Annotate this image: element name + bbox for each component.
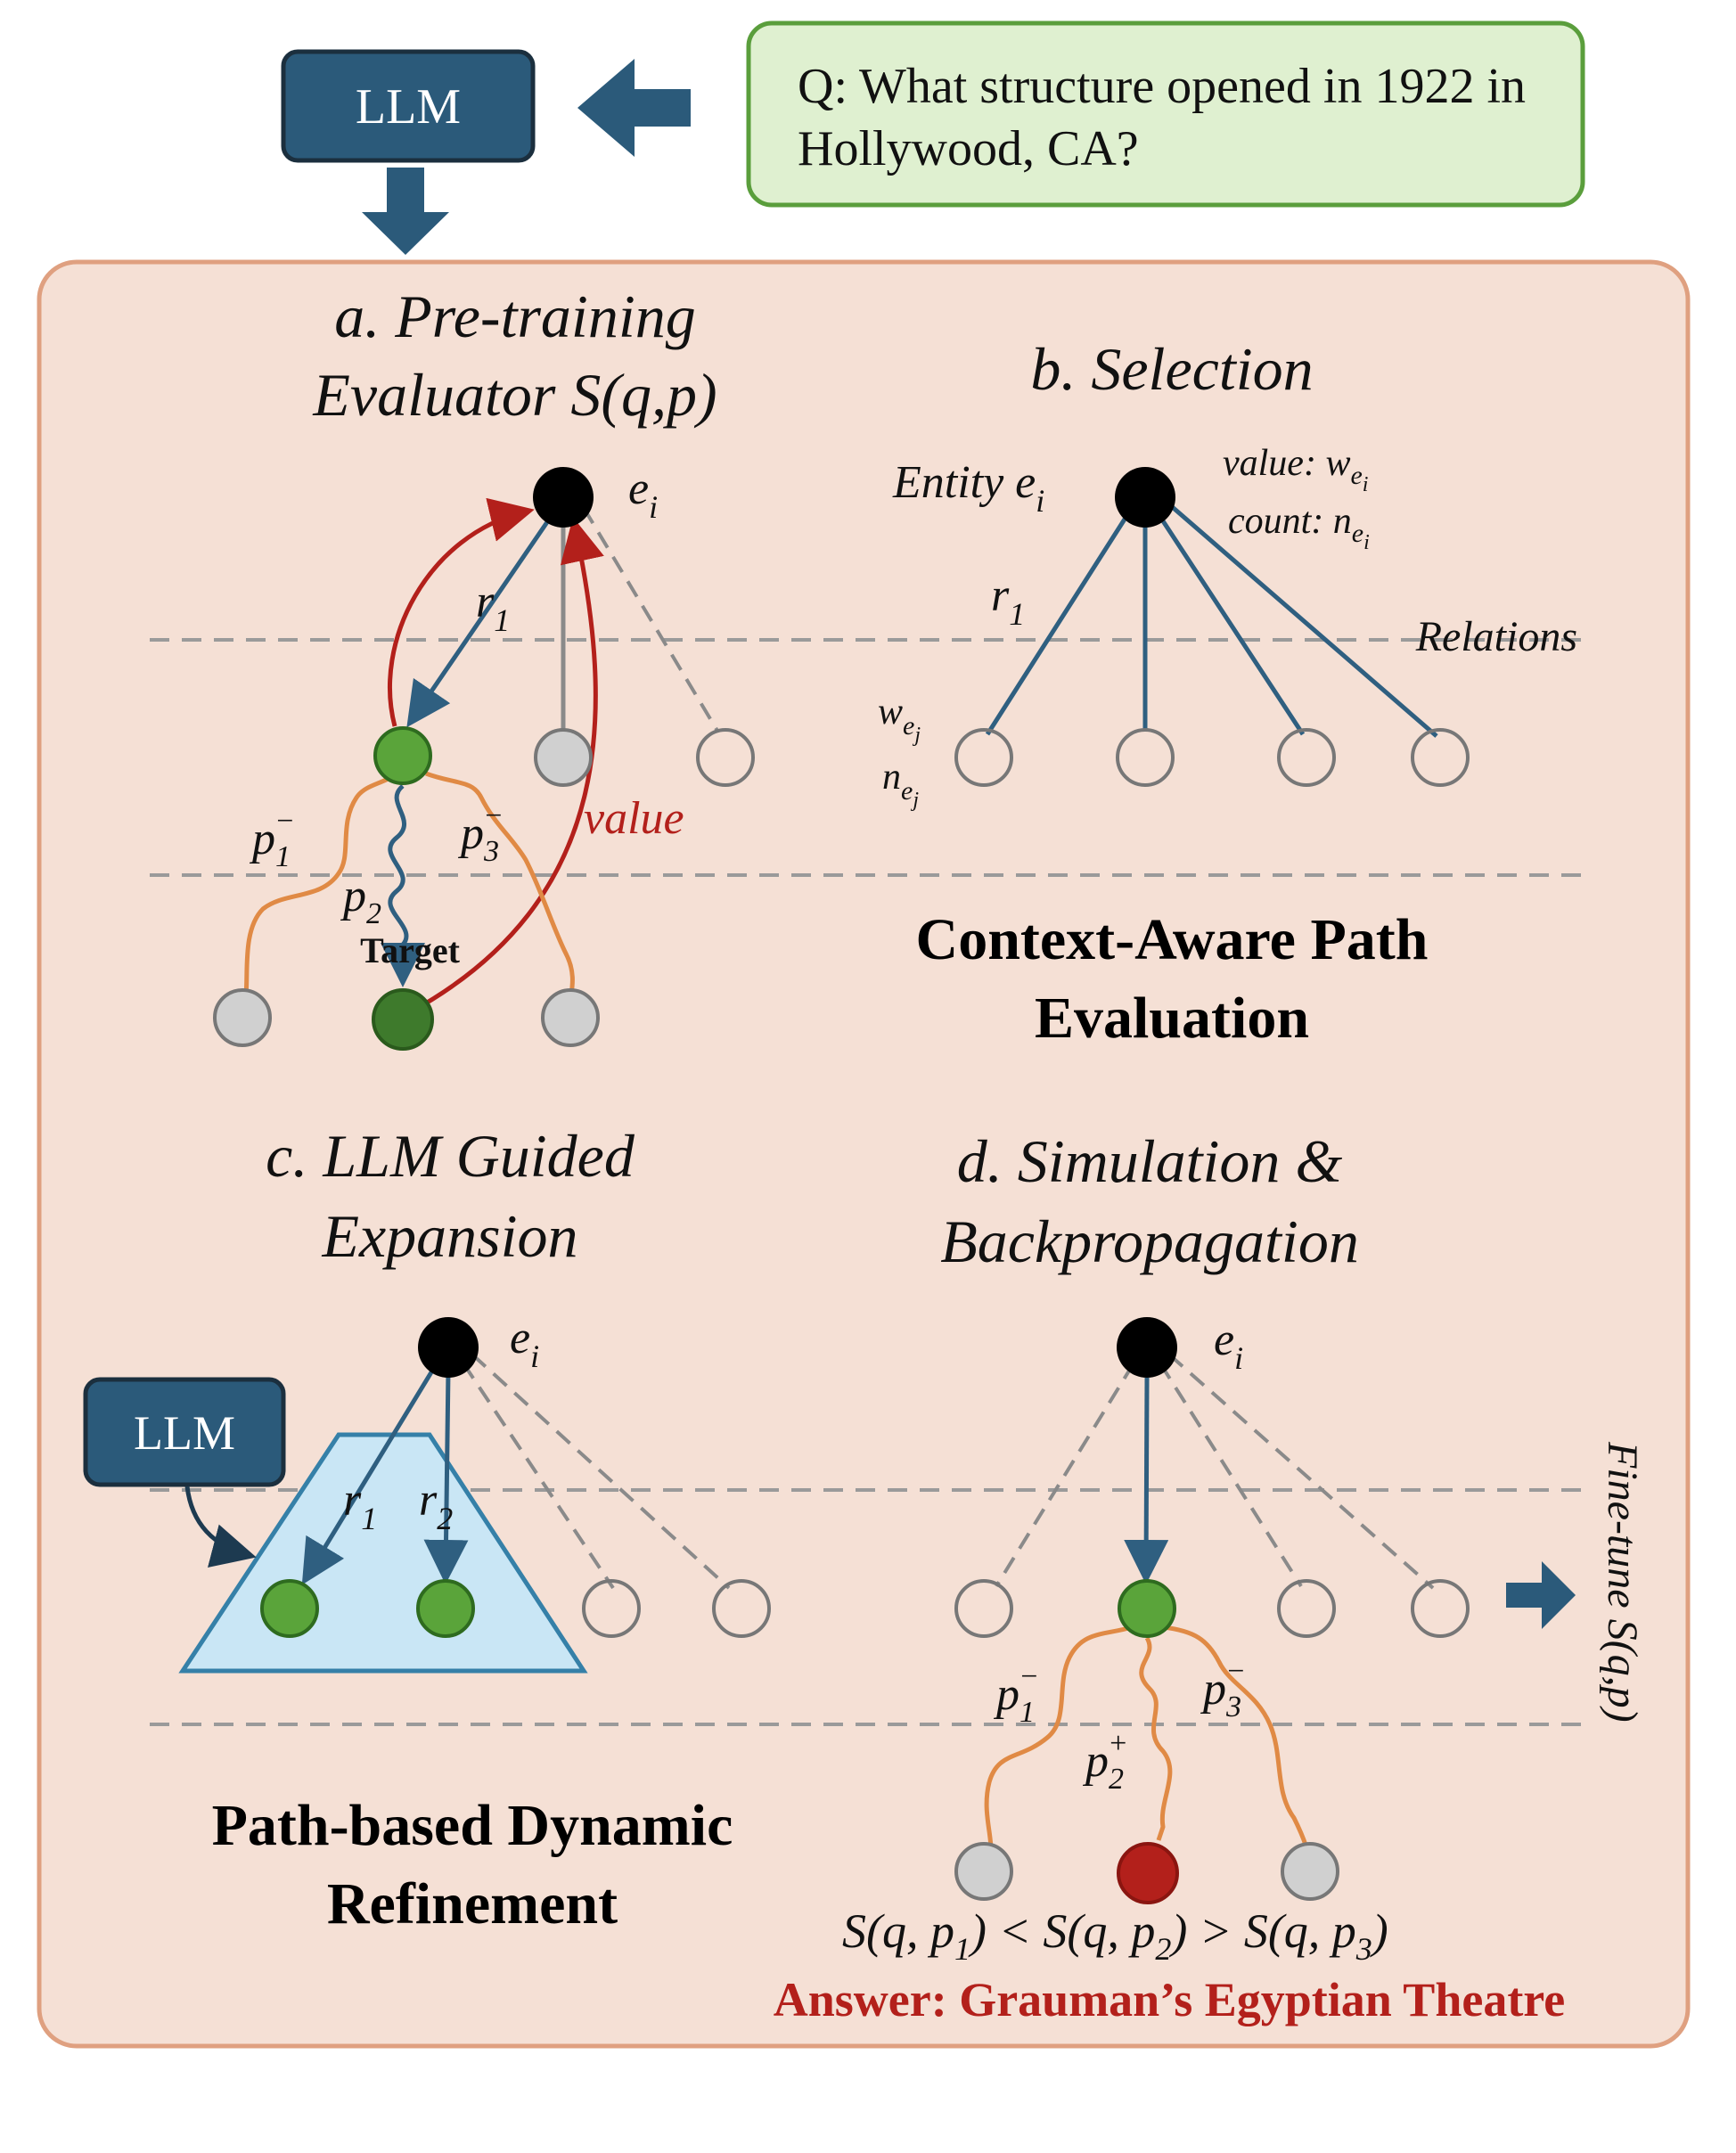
panel-a-target: Target xyxy=(360,930,461,970)
right-arrow-icon xyxy=(1506,1561,1576,1629)
panel-b-edges xyxy=(985,503,1438,738)
panel-c-title-1: c. LLM Guided xyxy=(266,1122,635,1190)
panel-b-entity: Entity ei xyxy=(892,457,1044,519)
section-eval-1: Context-Aware Path xyxy=(916,907,1429,972)
panel-c-llm-box: LLM xyxy=(83,1377,286,1487)
panel-b-n: nej xyxy=(882,757,919,812)
section-refine-1: Path-based Dynamic xyxy=(212,1793,733,1858)
top-llm-box: LLM xyxy=(281,49,536,163)
question-box: Q: What structure opened in 1922 in Holl… xyxy=(746,20,1585,208)
panel-c-r1: r1 xyxy=(343,1475,377,1536)
section-eval-2: Evaluation xyxy=(1035,986,1309,1051)
panel-b-title: b. Selection xyxy=(1030,335,1313,403)
panel-d-title-1: d. Simulation & xyxy=(957,1127,1343,1195)
panel-d-inequality: S(q, p1) < S(q, p2) > S(q, p3) xyxy=(842,1904,1388,1967)
panel-d-p3: p3− xyxy=(1200,1655,1246,1723)
panel-c-entity: ei xyxy=(510,1313,539,1374)
panel-a-r1: r1 xyxy=(476,577,510,638)
panel-b-r1: r1 xyxy=(991,570,1025,632)
panel-a-nodes xyxy=(213,467,755,1051)
panel-a-p1: p1− xyxy=(249,805,295,873)
panel-a-value: value xyxy=(584,793,684,844)
panel-a-title-2: Evaluator S(q,p) xyxy=(312,361,717,429)
panel-b-relations: Relations xyxy=(1415,613,1577,660)
panel-c-edges xyxy=(301,1353,731,1590)
top-llm-label: LLM xyxy=(356,79,461,135)
panel-d-nodes xyxy=(954,1317,1470,1904)
level-lines xyxy=(150,638,1586,1726)
panel-d-answer: Answer: Grauman’s Egyptian Theatre xyxy=(774,1973,1566,2026)
panel-d-p1: p1− xyxy=(993,1660,1039,1729)
question-line-2: Hollywood, CA? xyxy=(798,121,1139,176)
panel-b-w: wej xyxy=(878,692,921,747)
panel-b-count: count: nei xyxy=(1228,501,1370,554)
panel-b-nodes xyxy=(954,467,1470,787)
panel-c-r2: r2 xyxy=(419,1475,453,1536)
panel-a-p2: p2 xyxy=(340,871,381,930)
panel-d-p2: p2+ xyxy=(1082,1727,1128,1796)
panel-b-value: value: wei xyxy=(1223,443,1368,496)
panel-d-title-2: Backpropagation xyxy=(940,1207,1359,1275)
panel-c-nodes xyxy=(260,1317,771,1638)
panel-d-entity: ei xyxy=(1214,1314,1243,1376)
panel-a-title-1: a. Pre-training xyxy=(334,282,695,350)
panel-c-title-2: Expansion xyxy=(321,1202,577,1270)
panel-c-llm-arrow xyxy=(184,1486,257,1568)
question-line-1: Q: What structure opened in 1922 in xyxy=(798,59,1526,114)
panel-c-llm-label: LLM xyxy=(134,1406,235,1460)
panel-d-edges xyxy=(984,1353,1435,1869)
panel-a-entity: ei xyxy=(628,463,658,525)
section-refine-2: Refinement xyxy=(327,1871,618,1936)
left-arrow-icon xyxy=(577,59,691,157)
panel-a-edges xyxy=(242,497,719,1015)
panel-d-finetune: Fine-tune S(q,p) xyxy=(1599,1441,1646,1723)
panel-a-p3: p3− xyxy=(457,799,504,868)
down-arrow-icon xyxy=(362,168,449,255)
